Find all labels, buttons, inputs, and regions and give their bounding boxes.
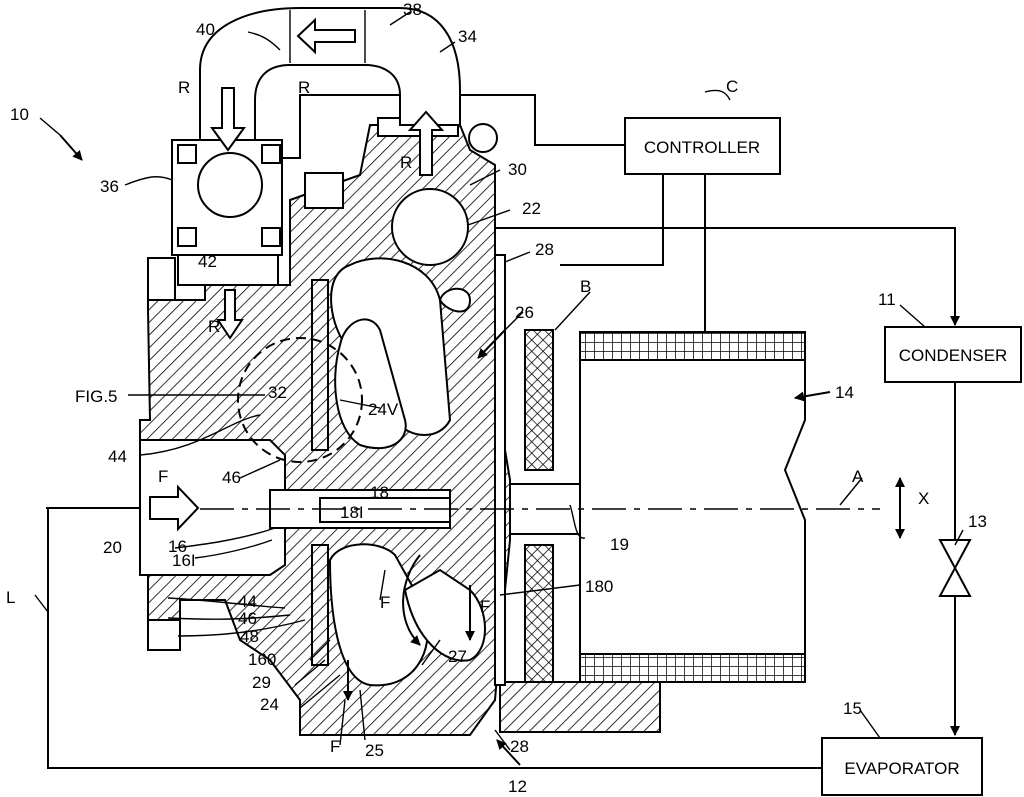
controller-label: CONTROLLER	[644, 138, 760, 157]
flow-F-lower-1: F	[380, 593, 390, 612]
label-32: 32	[268, 383, 287, 402]
label-24V: 24V	[368, 400, 399, 419]
flow-R-top-left: R	[178, 78, 190, 97]
label-18: 18	[370, 483, 389, 502]
reference-labels: 10 11 12 13 14 15 16 16I 160 18 18I 180 …	[6, 0, 987, 796]
label-29: 29	[252, 673, 271, 692]
label-36: 36	[100, 177, 119, 196]
label-34: 34	[458, 27, 477, 46]
evaporator-box: EVAPORATOR	[821, 737, 983, 796]
label-28-upper: 28	[535, 240, 554, 259]
flow-R-top-mid: R	[298, 78, 310, 97]
label-42: 42	[198, 252, 217, 271]
label-20: 20	[103, 538, 122, 557]
label-40: 40	[196, 20, 215, 39]
label-24: 24	[260, 695, 279, 714]
label-46-lower: 46	[238, 609, 257, 628]
label-160: 160	[248, 650, 276, 669]
flow-F-lower-3: F	[330, 737, 340, 756]
expansion-valve	[938, 539, 972, 597]
label-46-upper: 46	[222, 468, 241, 487]
flow-F-inlet: F	[158, 467, 168, 486]
label-X: X	[918, 489, 929, 508]
label-13: 13	[968, 512, 987, 531]
label-18I: 18I	[340, 503, 364, 522]
refrigerant-loop	[46, 227, 960, 769]
flow-R-right: R	[400, 153, 412, 172]
label-22: 22	[522, 199, 541, 218]
axis-line	[200, 477, 905, 539]
controller-box: CONTROLLER	[624, 117, 781, 175]
label-11: 11	[878, 290, 896, 309]
label-B: B	[580, 277, 591, 296]
label-A: A	[852, 467, 864, 486]
condenser-box: CONDENSER	[884, 326, 1022, 383]
flow-labels: F F F F R R R R	[158, 78, 490, 756]
flow-arrows	[149, 17, 475, 701]
return-piping	[171, 7, 498, 286]
label-fig5: FIG.5	[75, 387, 118, 406]
evaporator-label: EVAPORATOR	[844, 759, 959, 778]
label-26: 26	[515, 303, 534, 322]
label-L: L	[6, 588, 15, 607]
leader-lines	[34, 11, 964, 766]
label-48: 48	[240, 627, 259, 646]
label-12: 12	[508, 777, 527, 796]
label-25: 25	[365, 741, 384, 760]
label-16I: 16I	[172, 551, 196, 570]
label-30: 30	[508, 160, 527, 179]
label-38: 38	[403, 0, 422, 19]
label-28-lower: 28	[510, 737, 529, 756]
label-27: 27	[448, 647, 467, 666]
label-44-lower: 44	[238, 592, 257, 611]
label-180: 180	[585, 577, 613, 596]
condenser-label: CONDENSER	[899, 346, 1008, 365]
label-14: 14	[835, 383, 854, 402]
label-C: C	[726, 77, 738, 96]
label-19: 19	[610, 535, 629, 554]
flow-F-lower-2: F	[480, 597, 490, 616]
label-10: 10	[10, 105, 29, 124]
label-44-upper: 44	[108, 447, 127, 466]
label-16: 16	[168, 537, 187, 556]
label-15: 15	[843, 699, 862, 718]
flow-R-lower: R	[208, 317, 220, 336]
